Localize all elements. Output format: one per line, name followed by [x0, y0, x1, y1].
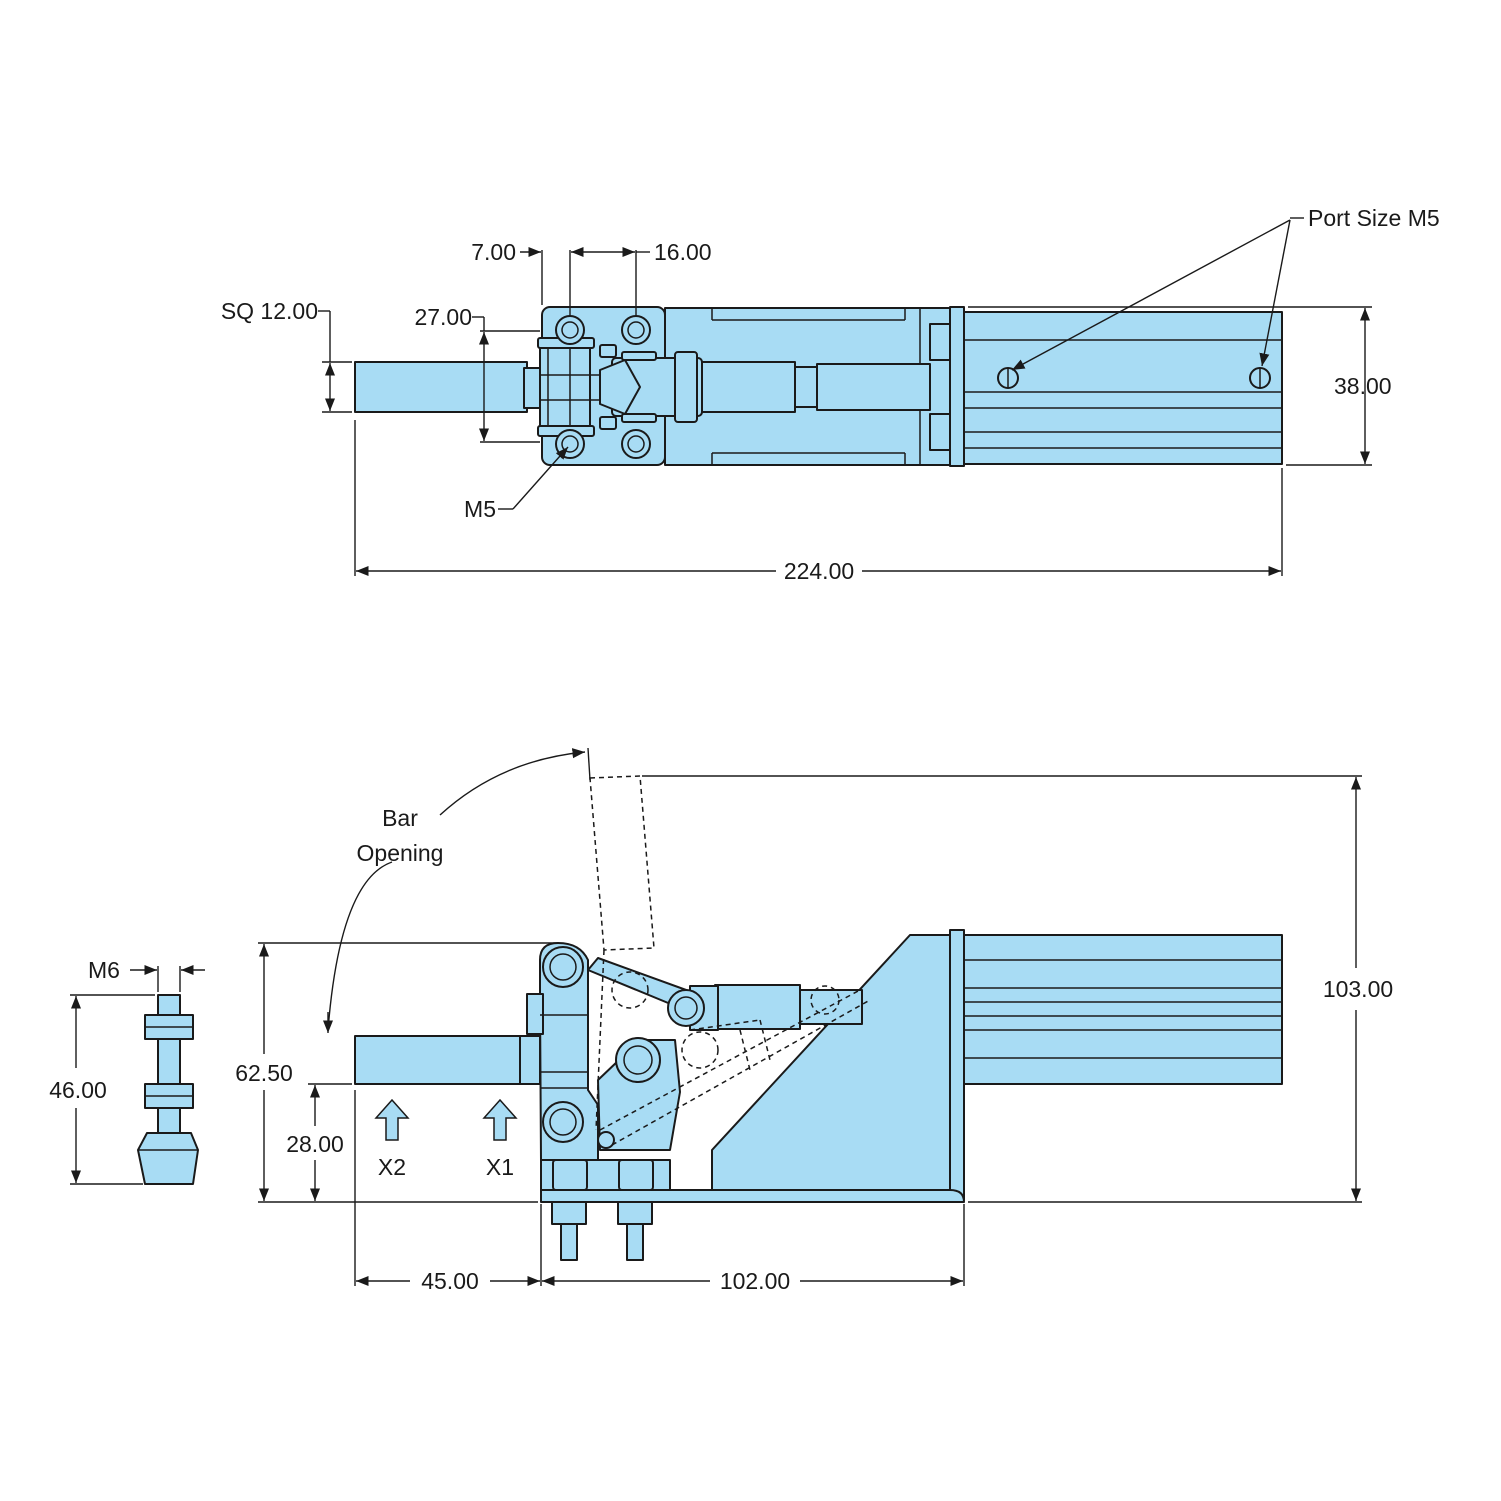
- spindle-pad: [137, 1132, 199, 1185]
- push-arrow-x1: [482, 1098, 518, 1141]
- plunger-bar-side: [354, 1035, 541, 1085]
- label-opening: Opening: [357, 840, 444, 866]
- push-arrow-x2: [374, 1098, 410, 1141]
- plunger-bar-top: [354, 361, 528, 413]
- dim-103: 103.00: [1323, 976, 1393, 1002]
- dim-62-5: 62.50: [235, 1060, 293, 1086]
- label-m5: M5: [464, 496, 496, 522]
- label-port-size: Port Size M5: [1308, 205, 1440, 231]
- dim-38: 38.00: [1334, 373, 1392, 399]
- cylinder-side: [963, 934, 1283, 1085]
- mount-hole-4: [621, 429, 651, 459]
- cylinder-top: [963, 311, 1283, 465]
- side-view: Bar Opening 103.00 62.50 28.00 45.00 102…: [235, 747, 1393, 1294]
- dim-224: 224.00: [784, 558, 854, 584]
- dim-102: 102.00: [720, 1268, 790, 1294]
- dim-45: 45.00: [421, 1268, 479, 1294]
- label-bar: Bar: [382, 805, 418, 831]
- top-view: 7.00 16.00 27.00 SQ 12.00 M5 Port Size M…: [221, 205, 1440, 584]
- spindle-view: M6 46.00: [49, 957, 205, 1185]
- dim-27: 27.00: [414, 304, 472, 330]
- dim-28: 28.00: [286, 1131, 344, 1157]
- mount-hole-2: [621, 315, 651, 345]
- base-plate-side: [540, 1189, 965, 1203]
- label-x1: X1: [486, 1154, 514, 1180]
- label-x2: X2: [378, 1154, 406, 1180]
- dim-46: 46.00: [49, 1077, 107, 1103]
- mount-hole-3: [555, 429, 585, 459]
- bracket-side: [711, 934, 951, 1191]
- mount-hole-1: [555, 315, 585, 345]
- label-m6: M6: [88, 957, 120, 983]
- dim-7: 7.00: [471, 239, 516, 265]
- dim-16: 16.00: [654, 239, 712, 265]
- dim-sq12: SQ 12.00: [221, 298, 318, 324]
